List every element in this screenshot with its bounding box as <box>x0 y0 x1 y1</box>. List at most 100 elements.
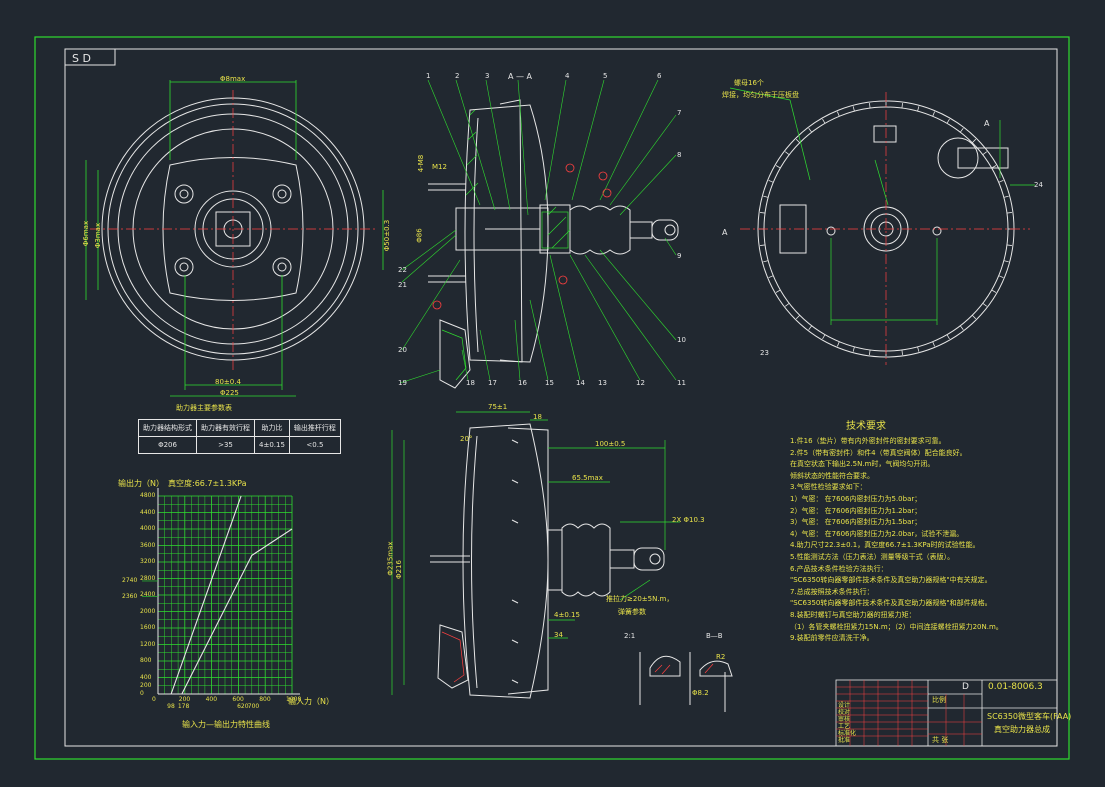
chart-x-extra-mark: 700 <box>247 703 260 710</box>
chart-x-extra-mark: 98 <box>167 703 175 710</box>
dim-side-1: 18 <box>533 413 542 421</box>
title-block-role: 批准 <box>838 737 851 744</box>
tech-note-line: （1）各管夹螺栓扭紧力15N.m；（2）中间连接螺栓扭紧力20N.m。 <box>790 622 1003 631</box>
rim-tick <box>852 346 855 352</box>
part-no-15: 15 <box>545 379 554 387</box>
part-no-14: 14 <box>576 379 585 387</box>
parameter-cell: Φ206 <box>138 436 197 454</box>
chart-title: 输入力—输出力特性曲线 <box>182 720 270 729</box>
detail-label-1: B—B <box>706 632 723 640</box>
tech-note-line: 9.装配前零件应清洗干净。 <box>790 634 874 643</box>
tech-note-line: "SC6350转向器零部件技术条件及真空助力器规格"中有关规定。 <box>790 576 992 585</box>
inner-frame <box>64 48 1058 747</box>
section-view <box>428 99 679 389</box>
version-cell: D <box>962 682 969 692</box>
rim-tick <box>1006 244 1012 246</box>
rim-tick <box>982 302 987 307</box>
chart-x-tick: 200 <box>178 696 191 703</box>
rim-tick <box>971 314 977 320</box>
chart-x-tick: 1000 <box>286 696 302 703</box>
tech-note-line: 1）气密： 在7606内密封压力为5.0bar； <box>790 494 922 503</box>
chart-x-tick: 0 <box>152 696 156 703</box>
chart-y-tick: 4400 <box>140 508 156 516</box>
dim-side-3: 65.5max <box>572 474 603 482</box>
chart-y-tick: 3600 <box>140 541 156 549</box>
part-no-18: 18 <box>466 379 475 387</box>
chart-y-tick: 1600 <box>140 624 156 631</box>
rim-tick <box>959 128 964 133</box>
rim-tick <box>946 118 950 124</box>
chart-x-extra-mark: 178 <box>177 703 190 710</box>
chart-x-tick: 800 <box>259 696 271 703</box>
parameter-table-row: Φ206 >35 4±0.15 <0.5 <box>138 436 341 454</box>
rim-tick <box>971 138 977 144</box>
dim-side-5: Φ235max <box>386 541 395 576</box>
title-block-role: 校对 <box>838 709 851 716</box>
chart-series-line-2 <box>181 528 293 695</box>
part-no-7: 7 <box>677 109 682 117</box>
chart-y-tick: 3200 <box>140 558 156 565</box>
part-no-5: 5 <box>603 72 608 80</box>
rim-tick <box>932 341 935 347</box>
chart-x-tick: 600 <box>232 696 244 703</box>
chart-y-tick: 200 <box>140 681 152 689</box>
rim-tick <box>775 165 781 169</box>
chart-y-tick: 2400 <box>140 591 156 598</box>
dim-side-9: 34 <box>554 631 563 639</box>
dim-side-7: 20° <box>460 435 473 443</box>
dim-front-2: Φ3max <box>94 222 103 249</box>
tech-note-line: 4.助力尺寸22.3±0.1，真空度66.7±1.3KPa时的试验性能。 <box>790 541 980 550</box>
note-left-0: 4-M8 <box>417 154 426 173</box>
rim-tick <box>932 111 935 117</box>
section-view-hatch <box>441 109 571 381</box>
scale-label: 比例 <box>932 696 946 704</box>
chart-y-tick: 800 <box>140 657 152 664</box>
section-label: A — A <box>508 72 533 81</box>
parameter-header: 输出推杆行程 <box>288 419 341 437</box>
rim-tick <box>982 151 987 156</box>
part-no-3: 3 <box>485 72 490 80</box>
tech-note-line: 3.气密性检验要求如下： <box>790 483 867 492</box>
chart-y-tick: 400 <box>140 673 152 681</box>
rim-tick <box>917 106 920 112</box>
title-block-role: 标准化 <box>838 730 857 737</box>
tech-note-line: 5.性能测试方法（压力表法）测量等级干式（表版）。 <box>790 552 955 561</box>
tech-note-line: 6.产品技术条件检验方法执行： <box>790 564 888 573</box>
rim-tick <box>1006 212 1012 214</box>
part-no-23: 23 <box>760 349 769 357</box>
dim-side-0: 75±1 <box>488 403 508 411</box>
front-view-center-lines <box>90 90 376 370</box>
dim-side-8: 4±0.15 <box>554 611 580 619</box>
vacuum-label: 真空度:66.7±1.3KPa <box>168 479 247 488</box>
rim-tick <box>852 106 855 112</box>
rim-tick <box>991 289 997 293</box>
rim-tick <box>795 314 801 320</box>
part-no-16: 16 <box>518 379 527 387</box>
part-no-10: 10 <box>677 336 686 344</box>
rim-tick <box>763 195 769 198</box>
parameter-table: 助力器结构形式 助力器有效行程 助力比 输出推杆行程 Φ206 >35 4±0.… <box>138 419 341 454</box>
tech-note-line: 2）气密： 在7606内密封压力为1.2bar； <box>790 506 922 515</box>
rim-tick <box>795 138 801 144</box>
title-block-role: 设计 <box>838 702 851 709</box>
rim-tick <box>1003 195 1009 198</box>
outer-frame <box>34 36 1070 760</box>
part-no-20: 20 <box>398 346 407 354</box>
chart-xlabel: 输入力（N） <box>288 697 334 706</box>
section-leaders <box>399 79 677 384</box>
tech-title: 技术要求 <box>846 421 886 432</box>
part-no-6: 6 <box>657 72 662 80</box>
rim-tick <box>768 180 774 183</box>
detail-label-3: Φ8.2 <box>692 689 709 697</box>
title-block-role: 审核 <box>838 716 851 723</box>
dim-side-2: 100±0.5 <box>595 440 626 448</box>
part-no-22: 22 <box>398 266 407 274</box>
holes-note-0: 螺母16个 <box>734 79 764 87</box>
title-tag-box <box>64 48 116 66</box>
dim-front-4: Φ50±0.3 <box>383 219 392 252</box>
rim-tick <box>959 325 964 330</box>
parameter-table-header: 助力器结构形式 助力器有效行程 助力比 输出推杆行程 <box>138 419 341 437</box>
rim-tick <box>785 302 790 307</box>
part-no-12: 12 <box>636 379 645 387</box>
